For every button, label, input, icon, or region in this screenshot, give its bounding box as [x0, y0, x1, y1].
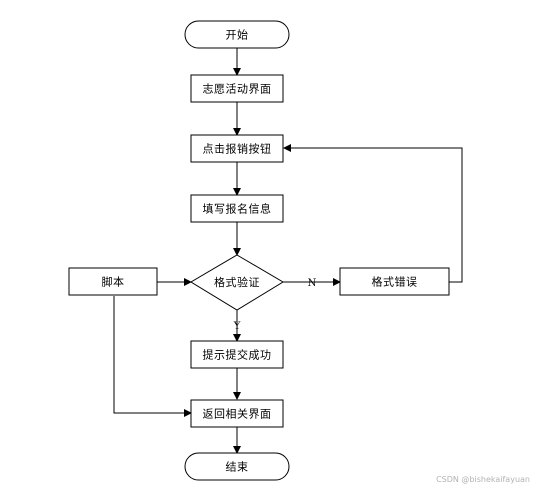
volunteer-page-label: 志愿活动界面	[203, 83, 272, 96]
end-node-label: 结束	[226, 461, 249, 474]
fill-info-label: 填写报名信息	[203, 202, 272, 216]
format-error-node: 格式错误	[339, 267, 450, 296]
submit-success-label: 提示提交成功	[203, 348, 272, 362]
format-error-box	[339, 267, 450, 296]
volunteer-page-box	[190, 74, 284, 103]
return-page-label: 返回相关界面	[203, 407, 272, 421]
volunteer-page-node: 志愿活动界面	[190, 74, 284, 103]
end-terminal-shape	[184, 452, 290, 481]
edge-label-yes: Y	[233, 321, 241, 332]
end-node: 结束	[184, 452, 290, 481]
format-check-node: 格式验证	[190, 254, 284, 311]
watermark: CSDN @bishekaifayuan	[436, 475, 530, 484]
submit-success-node: 提示提交成功	[190, 340, 284, 369]
script-label: 脚本	[102, 275, 125, 289]
edge-label-no: N	[308, 278, 317, 289]
click-signup-box	[190, 134, 284, 163]
start-terminal-shape	[184, 20, 290, 49]
fill-info-box	[190, 194, 284, 223]
click-signup-node: 点击报销按钮	[190, 134, 284, 163]
click-signup-label: 点击报销按钮	[203, 142, 272, 156]
submit-success-box	[190, 340, 284, 369]
edge-script-to-return-page	[113, 296, 192, 417]
edge-format-error-to-click-signup	[283, 144, 463, 283]
edges	[113, 48, 463, 454]
return-page-node: 返回相关界面	[190, 399, 284, 428]
format-check-label: 格式验证	[214, 275, 260, 289]
format-error-label: 格式错误	[372, 275, 418, 289]
edge-labels: N Y	[233, 278, 317, 332]
script-node: 脚本	[68, 267, 158, 296]
start-node-label: 开始	[226, 28, 249, 42]
start-node: 开始	[184, 20, 290, 49]
format-check-diamond	[190, 254, 284, 311]
fill-info-node: 填写报名信息	[190, 194, 284, 223]
return-page-box	[190, 399, 284, 428]
script-box	[68, 267, 158, 296]
